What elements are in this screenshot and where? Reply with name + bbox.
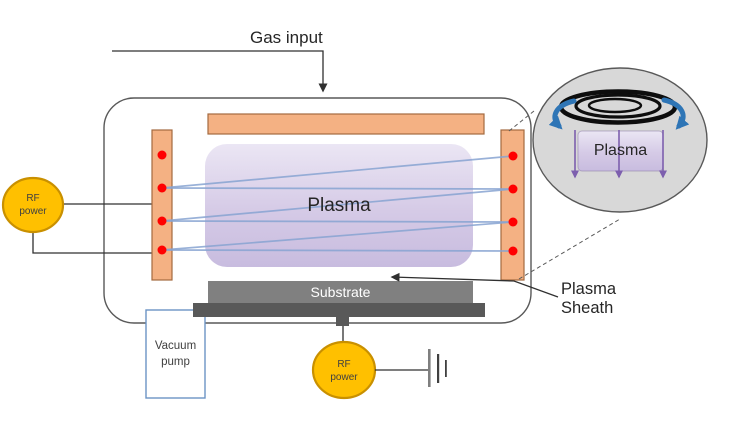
rf-power-bottom-circle: [311, 340, 377, 400]
coil-wire: [161, 188, 514, 222]
inset-callout-line-lower: [518, 218, 621, 280]
electrode-dot: [157, 183, 167, 193]
top-electrode: [207, 113, 485, 135]
right-electrode: [500, 129, 525, 281]
coil-wire: [161, 155, 514, 189]
plasma-sheath-arrow: [390, 272, 559, 298]
electrode-dot: [157, 216, 167, 226]
rotation-arrow-left: [548, 98, 577, 130]
electrode-dot: [508, 151, 518, 161]
coil-wire: [161, 221, 514, 251]
vacuum-pump-box: [145, 309, 206, 399]
inset-coil-ring: [574, 93, 662, 119]
rotation-arrow-right: [661, 97, 690, 130]
substrate-bar: [208, 281, 473, 303]
ground-bar: [428, 349, 431, 387]
substrate-holder-bar: [193, 303, 485, 317]
electrode-dot: [508, 246, 518, 256]
rf-left-wire-lower: [32, 231, 152, 254]
left-electrode: [151, 129, 173, 281]
electrode-dot: [157, 150, 167, 160]
ground-bar: [437, 354, 440, 383]
coil-wire: [161, 187, 514, 190]
gas-input-line-arrow: [112, 50, 328, 93]
inset-coil-ring: [587, 97, 643, 114]
substrate-stem: [336, 315, 349, 326]
rf-power-left-circle: [1, 176, 65, 234]
electrode-dot: [508, 184, 518, 194]
electrode-dot: [508, 217, 518, 227]
electrode-dot: [157, 245, 167, 255]
coil-wire: [161, 220, 514, 223]
coil-wire: [161, 249, 514, 252]
inset-plasma-box: [577, 130, 664, 172]
inset-callout-line-upper: [508, 110, 535, 132]
ground-bar: [445, 360, 447, 377]
